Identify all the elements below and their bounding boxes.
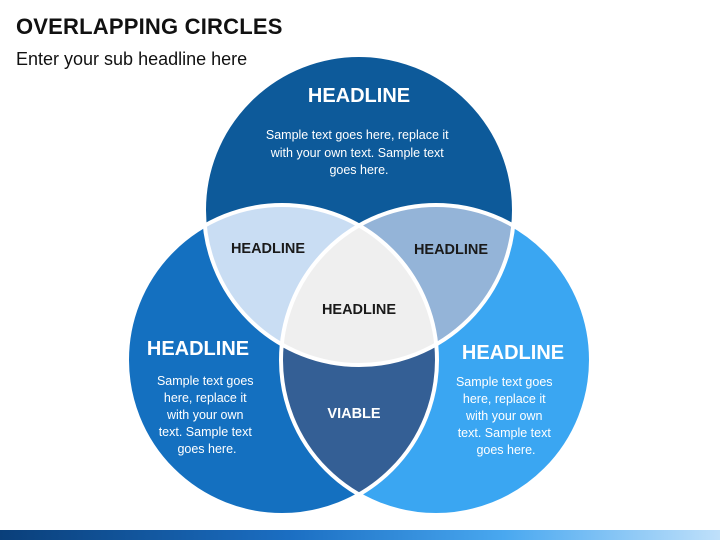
overlap-top-right-label: HEADLINE <box>414 242 488 258</box>
left-circle-text: Sample text goes here, replace it with y… <box>157 374 257 456</box>
top-circle-text: Sample text goes here, replace it with y… <box>266 128 452 177</box>
left-circle-headline: HEADLINE <box>147 338 249 360</box>
overlap-top-left-label: HEADLINE <box>231 241 305 257</box>
circle-outlines <box>125 53 593 517</box>
overlap-center-label: HEADLINE <box>322 302 396 318</box>
right-circle-text: Sample text goes here, replace it with y… <box>456 375 556 457</box>
page-subtitle: Enter your sub headline here <box>16 49 248 69</box>
top-circle-headline: HEADLINE <box>308 85 410 107</box>
right-circle-headline: HEADLINE <box>462 342 564 364</box>
page-title: OVERLAPPING CIRCLES <box>16 14 283 39</box>
bottom-accent-bar <box>0 530 720 540</box>
overlap-left-right-label: VIABLE <box>327 406 381 422</box>
